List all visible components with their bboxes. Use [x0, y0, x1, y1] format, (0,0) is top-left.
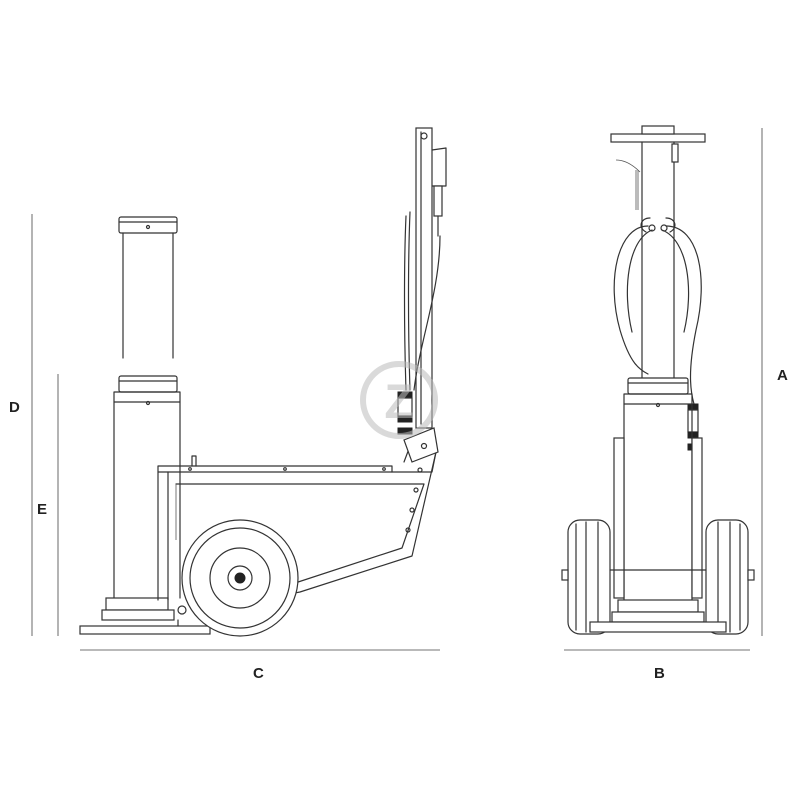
front-wheel-left	[561, 519, 611, 635]
extended-piston	[118, 216, 178, 359]
dimension-label-d: D	[9, 399, 20, 416]
front-handle	[610, 125, 706, 381]
hose-loop	[613, 217, 702, 471]
front-view	[561, 125, 763, 651]
base-plate	[79, 605, 211, 635]
dimension-label-b: B	[654, 665, 665, 682]
handle-assembly	[397, 127, 447, 463]
watermark-logo: Z	[360, 361, 438, 439]
dimension-label-e: E	[37, 501, 48, 518]
side-view	[31, 127, 447, 651]
watermark-letter: Z	[384, 376, 413, 429]
dimension-label-c: C	[253, 665, 264, 682]
front-axle	[589, 569, 727, 633]
dimension-label-a: A	[777, 367, 788, 384]
side-wheel	[181, 519, 299, 637]
side-dimension-lines	[31, 214, 440, 651]
ram-cylinder	[101, 375, 181, 621]
front-wheel-right	[705, 519, 755, 635]
front-dimension-lines	[564, 128, 763, 651]
